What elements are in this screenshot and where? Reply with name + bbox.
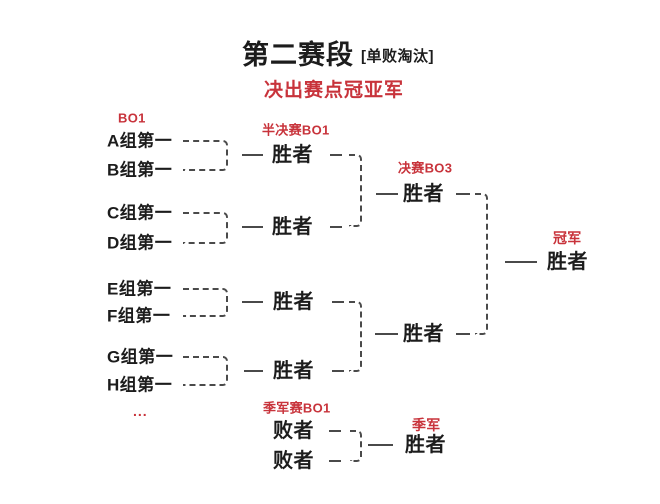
bracket-connector-sf-top <box>349 154 362 227</box>
bracket-connector-sf-bottom <box>349 301 362 372</box>
bracket-connector-cd <box>183 212 228 244</box>
semifinal-slot-2: 胜者 <box>272 216 313 238</box>
bracket-connector-final <box>475 193 488 335</box>
lead-line-sf3 <box>242 301 263 303</box>
team-d-first: D组第一 <box>107 233 173 253</box>
final-slot-2: 胜者 <box>403 323 444 345</box>
stub-sf1 <box>330 154 342 156</box>
lead-line-final1 <box>376 193 398 195</box>
team-c-first: C组第一 <box>107 203 173 223</box>
stage-title-note: [单败淘汰] <box>361 48 434 65</box>
semifinal-slot-3: 胜者 <box>273 291 314 313</box>
bracket-connector-gh <box>183 356 228 386</box>
third-place-label: 季军 <box>412 417 441 433</box>
team-a-first: A组第一 <box>107 131 173 151</box>
third-place-winner-slot: 胜者 <box>405 434 446 456</box>
final-slot-1: 胜者 <box>403 183 444 205</box>
stub-final1 <box>456 193 470 195</box>
team-e-first: E组第一 <box>107 279 172 299</box>
lead-line-third-winner <box>368 444 393 446</box>
semifinal-slot-4: 胜者 <box>273 360 314 382</box>
stub-sf2 <box>330 226 342 228</box>
lead-line-final2 <box>375 333 398 335</box>
stub-third1 <box>329 430 341 432</box>
round1-label: BO1 <box>118 110 146 126</box>
third-place-loser-2: 败者 <box>273 450 314 472</box>
stub-sf4 <box>332 370 344 372</box>
champion-label: 冠军 <box>553 230 582 246</box>
lead-line-sf4 <box>244 370 263 372</box>
more-teams-ellipsis: ... <box>133 403 148 419</box>
stage-title: 第二赛段 <box>242 40 354 70</box>
stub-third2 <box>329 460 341 462</box>
semifinal-slot-1: 胜者 <box>272 144 313 166</box>
lead-line-champion <box>505 261 537 263</box>
third-place-match-label: 季军赛BO1 <box>263 400 331 416</box>
team-g-first: G组第一 <box>107 347 174 367</box>
champion-slot: 胜者 <box>547 251 588 273</box>
bracket-connector-ab <box>183 140 228 171</box>
team-h-first: H组第一 <box>107 375 173 395</box>
stub-sf3 <box>332 301 344 303</box>
header: 第二赛段 [单败淘汰] <box>0 33 660 72</box>
final-label: 决赛BO3 <box>398 160 453 176</box>
team-f-first: F组第一 <box>107 306 171 326</box>
lead-line-sf1 <box>242 154 263 156</box>
lead-line-sf2 <box>242 226 263 228</box>
semifinal-label: 半决赛BO1 <box>262 122 330 138</box>
stub-final2 <box>456 333 470 335</box>
stage-subtitle: 决出赛点冠亚军 <box>263 80 404 101</box>
third-place-loser-1: 败者 <box>273 420 314 442</box>
bracket-connector-third <box>350 430 362 462</box>
bracket-connector-ef <box>183 288 228 317</box>
team-b-first: B组第一 <box>107 160 173 180</box>
